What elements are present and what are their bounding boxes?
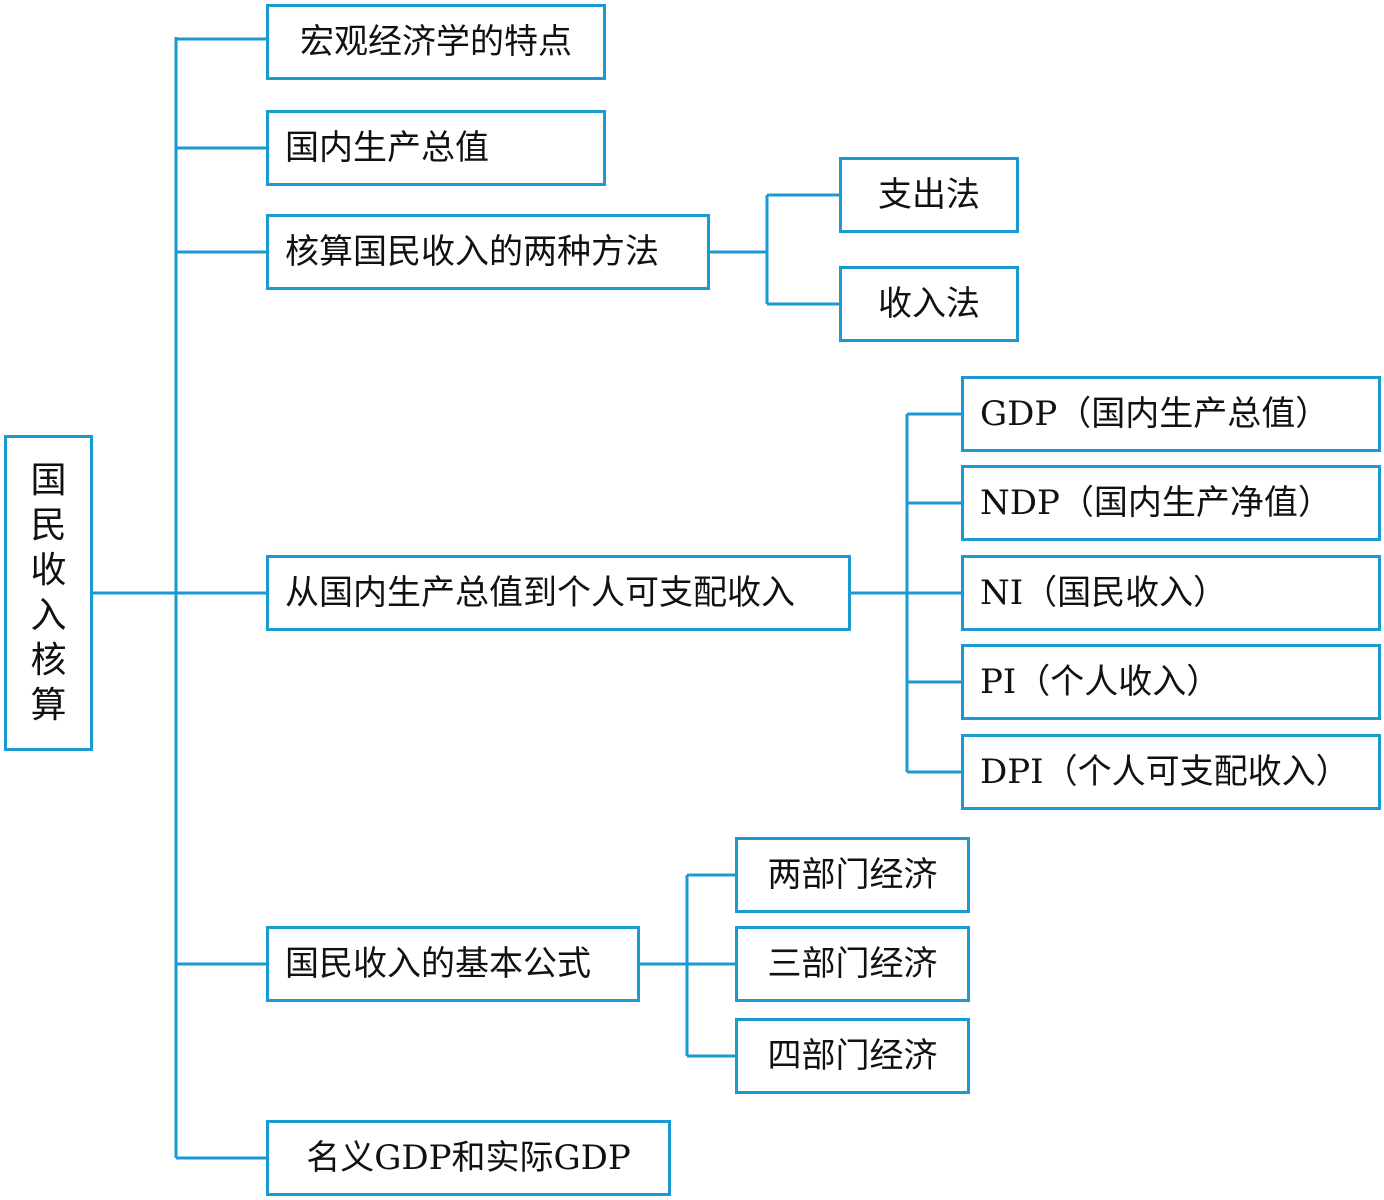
leaf-label: 四部门经济 (767, 1036, 938, 1076)
leaf-label: DPI（个人可支配收入） (980, 752, 1350, 792)
branch-node-b6: 名义GDP和实际GDP (266, 1120, 671, 1196)
branch-label: 国内生产总值 (285, 128, 489, 168)
leaf-node-gdp: GDP（国内生产总值） (961, 376, 1381, 452)
root-char: 民 (30, 505, 67, 546)
leaf-node-three-sector: 三部门经济 (735, 926, 970, 1002)
leaf-node-four-sector: 四部门经济 (735, 1018, 970, 1094)
leaf-label: NDP（国内生产净值） (980, 483, 1332, 523)
leaf-label: 收入法 (878, 284, 980, 324)
leaf-node-ndp: NDP（国内生产净值） (961, 465, 1381, 541)
branch-label: 核算国民收入的两种方法 (285, 232, 659, 272)
root-char: 核 (30, 640, 67, 681)
leaf-label: PI（个人收入） (980, 662, 1221, 702)
root-char: 入 (30, 595, 67, 636)
leaf-label: NI（国民收入） (980, 573, 1228, 613)
branch-label: 名义GDP和实际GDP (306, 1138, 631, 1178)
leaf-label: GDP（国内生产总值） (980, 394, 1330, 434)
root-char: 国 (30, 460, 67, 501)
leaf-label: 两部门经济 (767, 855, 938, 895)
branch-node-b4: 从国内生产总值到个人可支配收入 (266, 555, 851, 631)
root-node: 国 民 收 入 核 算 (4, 435, 93, 751)
branch-label: 宏观经济学的特点 (300, 22, 572, 62)
branch-node-b2: 国内生产总值 (266, 110, 606, 186)
root-char: 算 (30, 685, 67, 726)
leaf-node-income: 收入法 (839, 266, 1019, 342)
leaf-node-ni: NI（国民收入） (961, 555, 1381, 631)
branch-label: 国民收入的基本公式 (285, 944, 591, 984)
branch-node-b1: 宏观经济学的特点 (266, 4, 606, 80)
leaf-node-expenditure: 支出法 (839, 157, 1019, 233)
leaf-node-dpi: DPI（个人可支配收入） (961, 734, 1381, 810)
leaf-node-pi: PI（个人收入） (961, 644, 1381, 720)
branch-node-b3: 核算国民收入的两种方法 (266, 214, 710, 290)
leaf-label: 三部门经济 (767, 944, 938, 984)
leaf-node-two-sector: 两部门经济 (735, 837, 970, 913)
leaf-label: 支出法 (878, 175, 980, 215)
branch-label: 从国内生产总值到个人可支配收入 (285, 573, 795, 613)
root-char: 收 (30, 550, 67, 591)
branch-node-b5: 国民收入的基本公式 (266, 926, 640, 1002)
